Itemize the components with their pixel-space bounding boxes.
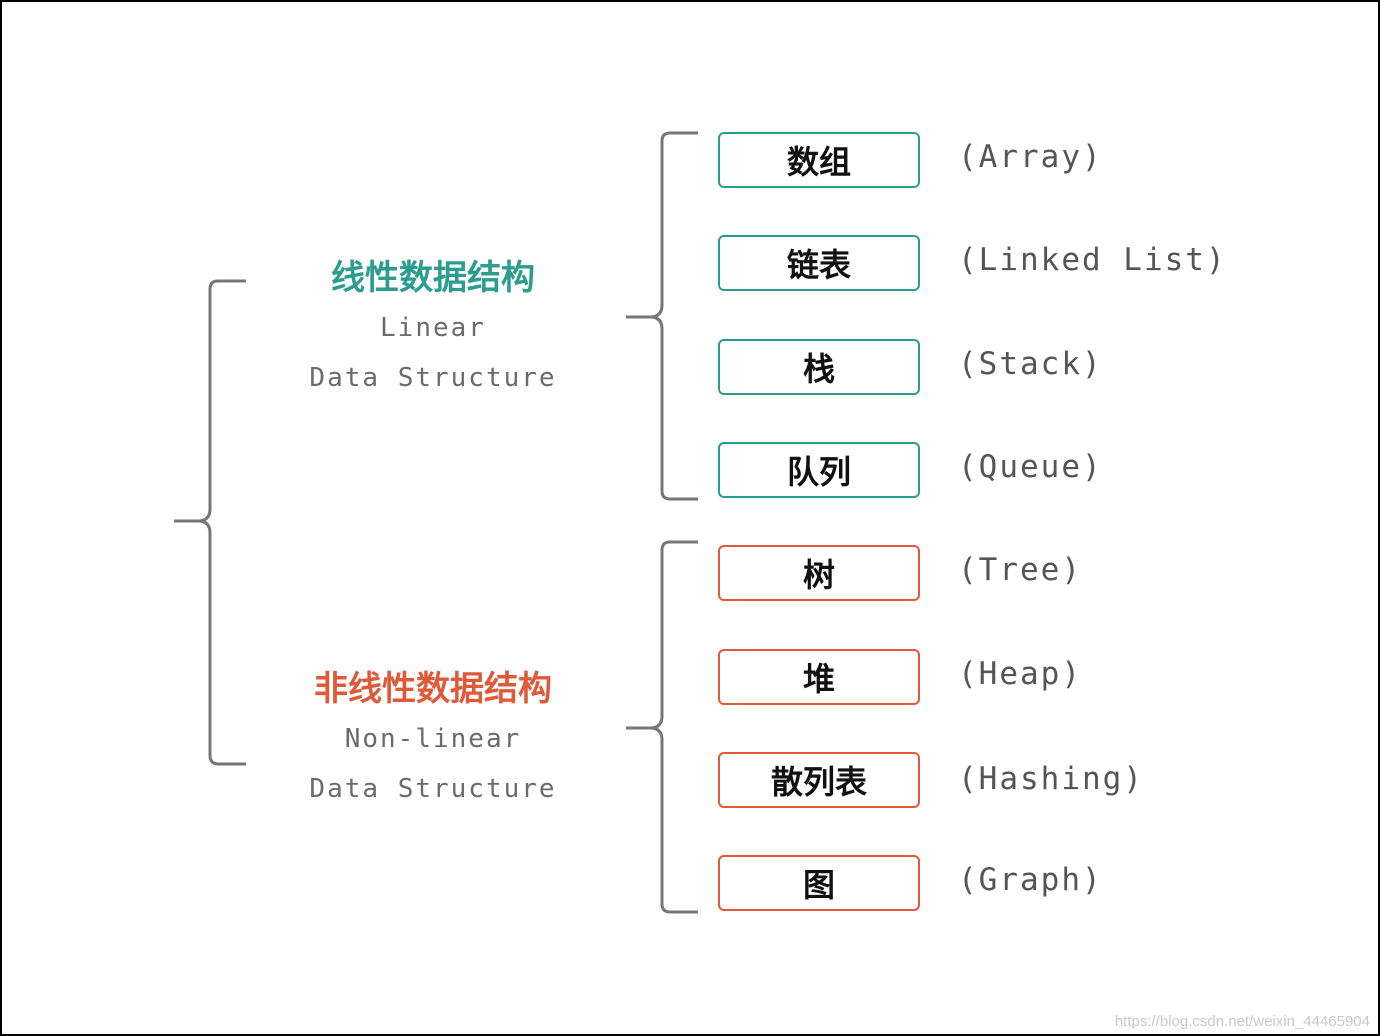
nonlinear-title: 非线性数据结构 (314, 669, 552, 709)
stack-box: 栈 (718, 339, 920, 395)
linked-list-box: 链表 (718, 235, 920, 291)
outer-brace (174, 279, 246, 766)
nonlinear-subtitle-line1: Non-linear (344, 724, 522, 754)
linear-subtitle-line2: Data Structure (309, 363, 557, 393)
array-box: 数组 (718, 132, 920, 188)
queue-box: 队列 (718, 442, 920, 498)
graph-box: 图 (718, 855, 920, 911)
graph-english: (Graph) (958, 862, 1103, 898)
linear-subtitle-line1: Linear (380, 313, 486, 343)
nonlinear-subtitle-line2: Data Structure (309, 774, 557, 804)
array-english: (Array) (958, 139, 1103, 175)
linear-title: 线性数据结构 (331, 258, 535, 298)
tree-box: 树 (718, 545, 920, 601)
linear-brace (626, 131, 698, 501)
tree-english: (Tree) (958, 552, 1082, 588)
nonlinear-brace (626, 540, 698, 914)
stack-english: (Stack) (958, 346, 1103, 382)
hashing-english: (Hashing) (958, 761, 1144, 797)
heap-box: 堆 (718, 649, 920, 705)
hashing-box: 散列表 (718, 752, 920, 808)
queue-english: (Queue) (958, 449, 1103, 485)
heap-english: (Heap) (958, 656, 1082, 692)
watermark: https://blog.csdn.net/weixin_44465904 (1114, 1013, 1370, 1030)
linked-list-english: (Linked List) (958, 242, 1227, 278)
